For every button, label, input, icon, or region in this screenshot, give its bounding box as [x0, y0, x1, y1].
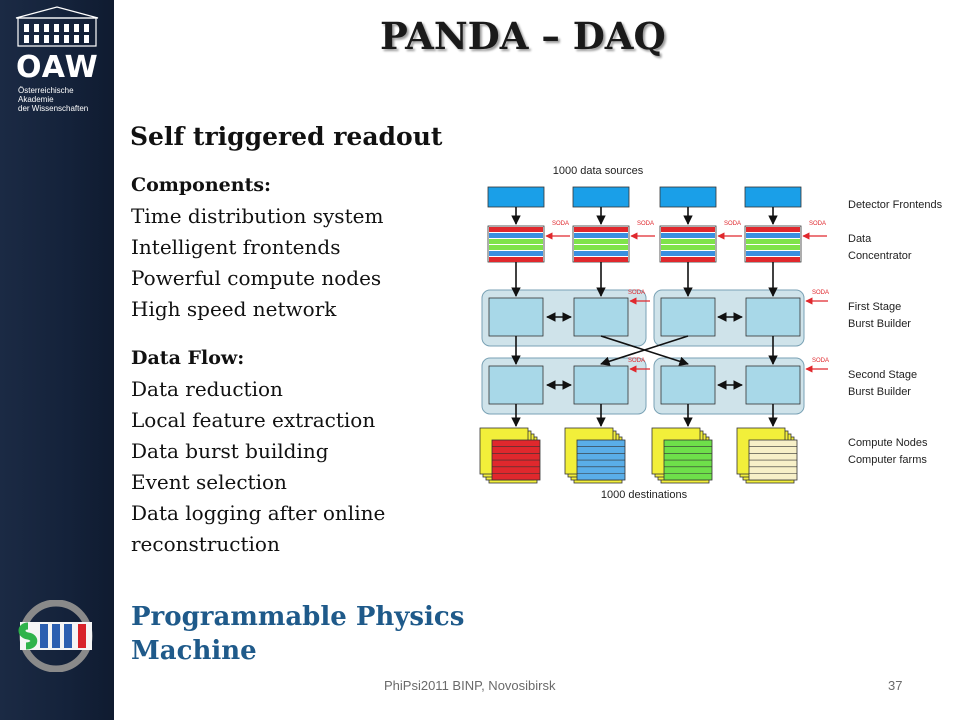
burst-builder-node [488, 365, 544, 405]
concentrator-stripe [489, 257, 543, 262]
detector-frontend-box [659, 186, 717, 208]
cross-arrow [600, 335, 689, 366]
concentrator-stripe [489, 233, 543, 238]
top-label: 1000 data sources [553, 165, 644, 177]
list-item: Local feature extraction [131, 408, 376, 432]
concentrator-stripe [661, 257, 715, 262]
burst-builder-node [573, 365, 629, 405]
burst-builder-node [745, 297, 801, 337]
stage-label: Detector Frontends [848, 199, 943, 211]
programmable-physics-machine: Programmable Physics Machine [131, 600, 464, 668]
list-item: High speed network [131, 297, 337, 321]
soda-label: SODA [628, 358, 645, 364]
detector-frontend-box [572, 186, 630, 208]
concentrator-stripe [489, 239, 543, 244]
list-item: Data reduction [131, 377, 283, 401]
soda-label: SODA [812, 358, 829, 364]
concentrator-stripe [746, 233, 800, 238]
logo-subtitle-line: der Wissenschaften [18, 104, 89, 113]
data-flow-list: Data Flow: Data reduction Local feature … [131, 343, 385, 560]
logo-subtitle: Österreichische Akademie der Wissenschaf… [18, 86, 110, 113]
burst-builder-node [660, 297, 716, 337]
footer-text: PhiPsi2011 BINP, Novosibirsk [384, 678, 556, 693]
oaw-logo: OAW Österreichische Akademie der Wissens… [2, 0, 110, 113]
list-item: Time distribution system [131, 204, 384, 228]
soda-label: SODA [812, 290, 829, 296]
smi-logo-icon [18, 600, 93, 672]
bottom-label: 1000 destinations [601, 489, 688, 501]
stage-label: Compute Nodes [848, 437, 928, 449]
stage-label: Burst Builder [848, 318, 911, 330]
concentrator-stripe [661, 233, 715, 238]
list-item: reconstruction [131, 532, 280, 556]
list-item: Data burst building [131, 439, 329, 463]
list-item: Event selection [131, 470, 287, 494]
list-item: Powerful compute nodes [131, 266, 382, 290]
stage-label: Concentrator [848, 250, 912, 262]
slide-subtitle: Self triggered readout [130, 122, 443, 151]
concentrator-stripe [489, 227, 543, 232]
concentrator-stripe [661, 251, 715, 256]
academy-building-icon [15, 6, 99, 47]
concentrator-stripe [661, 245, 715, 250]
concentrator-stripe [574, 233, 628, 238]
concentrator-stripe [489, 251, 543, 256]
list-item: Data logging after online [131, 501, 386, 525]
soda-label: SODA [628, 290, 645, 296]
concentrator-stripe [661, 227, 715, 232]
burst-builder-node [660, 365, 716, 405]
concentrator-stripe [574, 257, 628, 262]
stage-label: Data [848, 233, 872, 245]
daq-architecture-diagram: SODA SODA SODA SODA SODA SODA SODA SODA 1000 da… [479, 165, 943, 501]
sidebar: OAW Österreichische Akademie der Wissens… [0, 0, 114, 720]
burst-builder-node [488, 297, 544, 337]
page-number: 37 [888, 678, 903, 693]
concentrator-stripe [746, 227, 800, 232]
tagline-line: Programmable Physics [131, 602, 465, 632]
concentrator-stripe [574, 227, 628, 232]
slide-title: PANDA – DAQ [380, 14, 666, 58]
detector-frontend-box [744, 186, 802, 208]
concentrator-stripe [746, 245, 800, 250]
list-item: Intelligent frontends [131, 235, 341, 259]
logo-letters: OAW [16, 50, 99, 85]
components-heading: Components: [131, 174, 272, 196]
concentrator-stripe [574, 251, 628, 256]
soda-label: SODA [724, 221, 741, 227]
concentrator-stripe [746, 239, 800, 244]
logo-subtitle-line: Österreichische Akademie [18, 86, 74, 104]
soda-label: SODA [552, 221, 569, 227]
stage-label: Burst Builder [848, 386, 911, 398]
concentrator-stripe [746, 251, 800, 256]
concentrator-stripe [574, 239, 628, 244]
concentrator-stripe [746, 257, 800, 262]
soda-label: SODA [637, 221, 654, 227]
stage-label: Computer farms [848, 454, 927, 466]
burst-builder-node [745, 365, 801, 405]
soda-label: SODA [809, 221, 826, 227]
burst-builder-node [573, 297, 629, 337]
concentrator-stripe [489, 245, 543, 250]
stage-label: First Stage [848, 301, 901, 313]
stage-label: Second Stage [848, 369, 917, 381]
detector-frontend-box [487, 186, 545, 208]
tagline-line: Machine [131, 636, 257, 666]
concentrator-stripe [574, 245, 628, 250]
data-flow-heading: Data Flow: [131, 347, 245, 369]
components-list: Components: Time distribution system Int… [131, 170, 383, 325]
concentrator-stripe [661, 239, 715, 244]
